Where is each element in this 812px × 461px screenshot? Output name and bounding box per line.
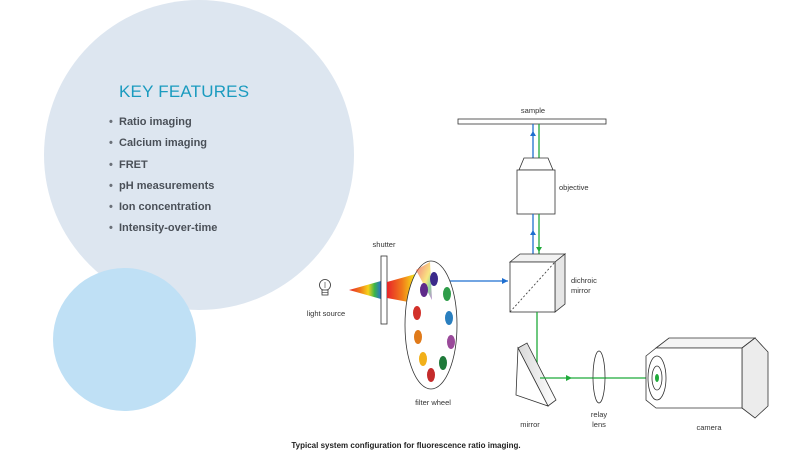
filter-disc [420,283,428,297]
relay-lens [592,350,606,404]
relay-label-line2: lens [592,420,606,429]
filter-disc [430,272,438,286]
filter-disc [439,356,447,370]
filter-disc [427,368,435,382]
feature-label: Ion concentration [119,201,212,214]
feature-label: FRET [119,158,148,171]
feature-item: • Intensity-over-time [109,218,339,239]
bullet-icon: • [109,179,113,192]
filter-set [413,272,455,382]
feature-label: Intensity-over-time [119,222,218,235]
filter-disc [447,335,455,349]
filter-disc [419,352,427,366]
feature-label: pH measurements [119,179,215,192]
turning-mirror [515,342,557,407]
dichroic-label-line2: mirror [571,286,591,295]
camera-label: camera [696,423,722,432]
bullet-icon: • [109,201,113,214]
key-features-list: • Ratio imaging • Calcium imaging • FRET • p… [109,112,339,240]
feature-item: • FRET [109,155,339,176]
sample-slide [457,118,607,125]
objective-label: objective [559,183,589,192]
feature-item: • pH measurements [109,176,339,197]
dichroic-mirror [508,253,567,313]
feature-item: • Ion concentration [109,197,339,218]
feature-item: • Calcium imaging [109,133,339,154]
dichroic-label-line1: dichroic [571,276,597,285]
mirror-label: mirror [520,420,540,429]
bullet-icon: • [109,158,113,171]
bullet-icon: • [109,137,113,150]
figure-caption: Typical system configuration for fluores… [291,441,521,450]
filter-wheel-label: filter wheel [415,398,451,407]
excitation-arrow-right-icon [502,278,508,284]
decorative-circle-large [44,0,354,310]
light-bulb-icon [319,279,331,296]
light-source-label: light source [307,309,345,318]
bullet-icon: • [109,116,113,128]
excitation-arrow-up2-icon [530,230,536,235]
shutter-label: shutter [373,240,396,249]
emission-arrow-down-icon [536,247,542,252]
sample-label: sample [521,106,545,115]
key-features-title: KEY FEATURES [119,82,250,101]
filter-disc [413,306,421,320]
spectrum-beam [349,281,381,299]
emission-arrow-right-icon [566,375,572,381]
feature-label: Ratio imaging [119,116,192,128]
feature-label: Calcium imaging [119,137,208,150]
camera-body [645,337,769,419]
filter-disc [445,311,453,325]
relay-label-line1: relay [591,410,608,419]
key-features-panel: KEY FEATURES • Ratio imaging • Calcium ima… [109,82,339,240]
objective-lens [516,157,556,215]
shutter [380,255,388,325]
filter-disc [414,330,422,344]
bullet-icon: • [109,222,113,235]
feature-item: • Ratio imaging [109,112,339,133]
excitation-arrow-up-icon [530,131,536,136]
decorative-circle-small [53,268,196,411]
filter-disc [443,287,451,301]
